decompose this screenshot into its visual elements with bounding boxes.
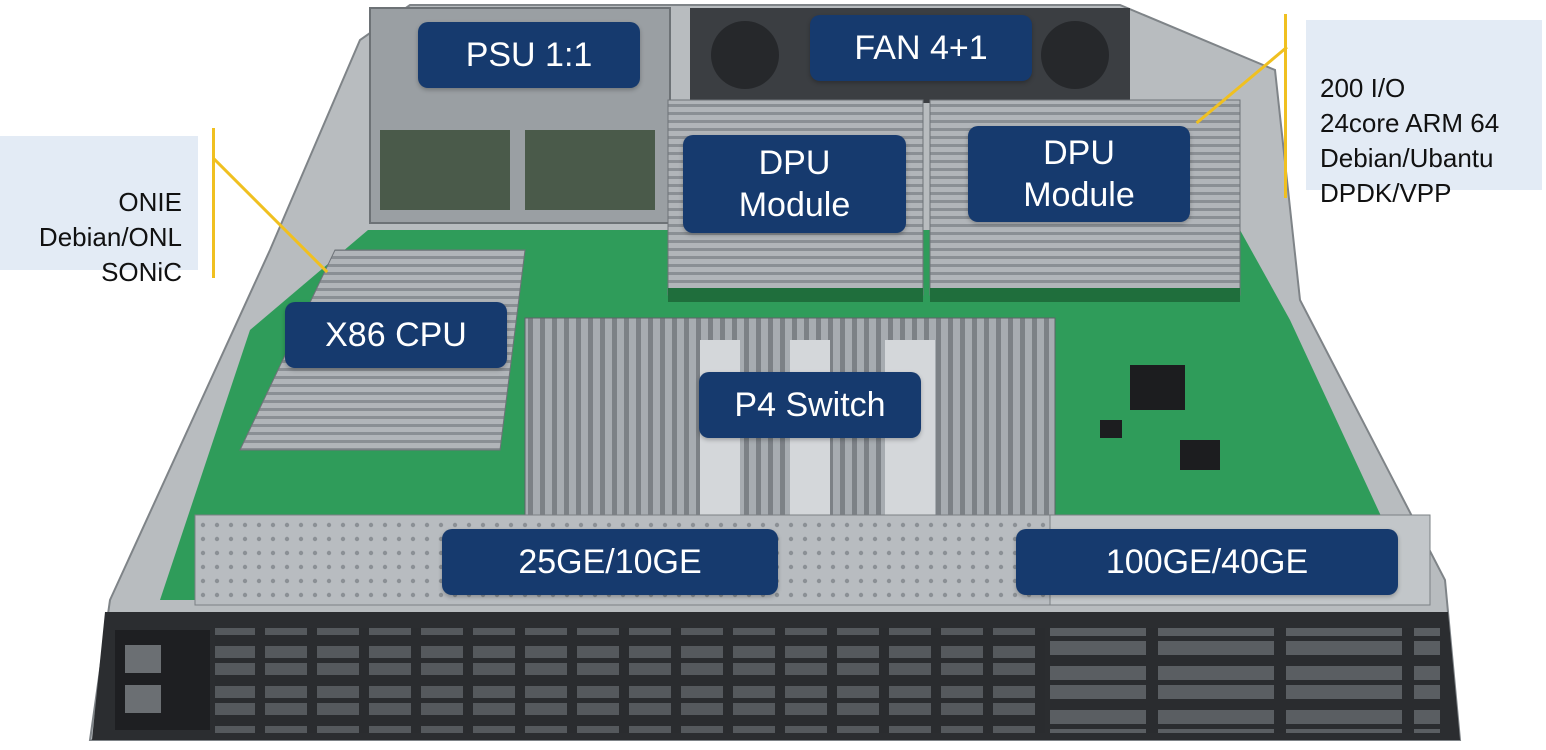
dpu-right-label: DPU Module bbox=[968, 126, 1190, 222]
x86-cpu-label: X86 CPU bbox=[285, 302, 507, 368]
p4-switch-label: P4 Switch bbox=[699, 372, 921, 438]
leader-line-right bbox=[1284, 14, 1287, 198]
ports-25ge-label: 25GE/10GE bbox=[442, 529, 778, 595]
dpu-left-label: DPU Module bbox=[683, 135, 906, 233]
sfp-port-grid bbox=[215, 628, 1045, 733]
psu-label: PSU 1:1 bbox=[418, 22, 640, 88]
host-software-note: ONIE Debian/ONL SONiC bbox=[0, 136, 198, 287]
host-software-text: ONIE Debian/ONL SONiC bbox=[38, 187, 182, 288]
ports-100ge-label: 100GE/40GE bbox=[1016, 529, 1398, 595]
dpu-spec-text: 200 I/O 24core ARM 64 Debian/Ubantu DPDK… bbox=[1320, 73, 1500, 209]
leader-line-left bbox=[212, 128, 215, 278]
fan-label: FAN 4+1 bbox=[810, 15, 1032, 81]
dpu-spec-note: 200 I/O 24core ARM 64 Debian/Ubantu DPDK… bbox=[1306, 20, 1542, 208]
qsfp-port-grid bbox=[1050, 628, 1440, 733]
